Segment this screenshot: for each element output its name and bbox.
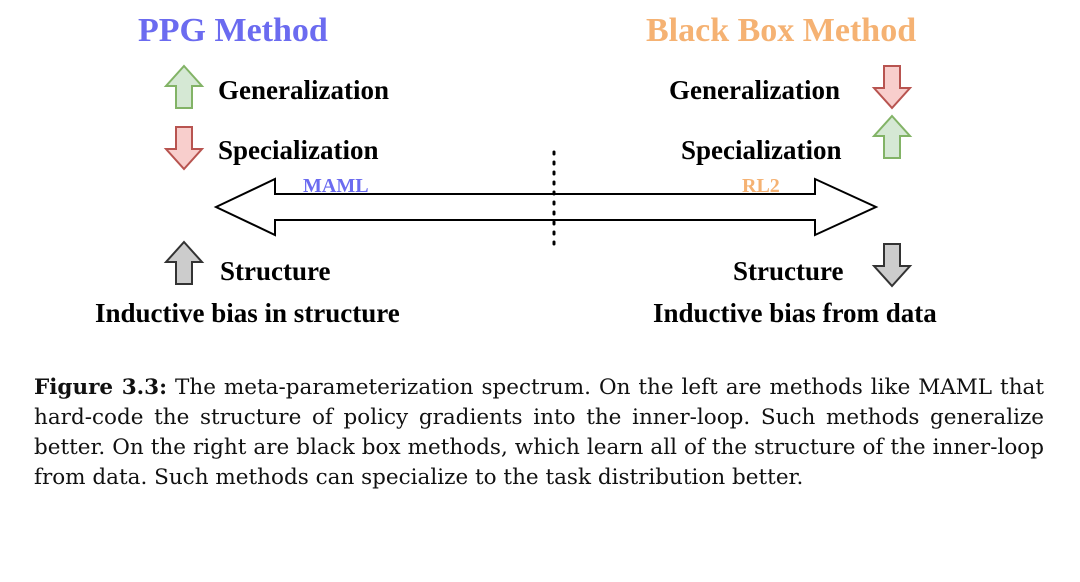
spectrum-double-arrow [213, 177, 879, 237]
arrow-down-icon [163, 126, 205, 171]
figure-caption: Figure 3.3: The meta-parameterization sp… [34, 373, 1044, 493]
left-inductive-bias-label: Inductive bias in structure [95, 298, 400, 328]
right-inductive-bias-label: Inductive bias from data [653, 298, 937, 328]
right-specialization-label: Specialization [681, 135, 842, 165]
left-structure-label: Structure [220, 256, 331, 286]
arrow-up-icon [163, 240, 205, 285]
right-generalization-label: Generalization [669, 75, 840, 105]
arrow-up-icon [163, 64, 205, 109]
right-structure-label: Structure [733, 256, 844, 286]
figure-caption-text: The meta-parameterization spectrum. On t… [34, 375, 1044, 490]
figure-label: Figure 3.3: [34, 375, 168, 400]
left-specialization-label: Specialization [218, 135, 379, 165]
left-method-title: PPG Method [138, 12, 328, 49]
arrow-down-icon [871, 243, 913, 288]
arrow-down-icon [871, 65, 913, 110]
right-method-title: Black Box Method [646, 12, 917, 49]
left-generalization-label: Generalization [218, 75, 389, 105]
rl2-label: RL2 [742, 175, 780, 197]
arrow-up-icon [871, 114, 913, 159]
maml-label: MAML [303, 175, 369, 197]
spectrum-divider [552, 150, 556, 254]
